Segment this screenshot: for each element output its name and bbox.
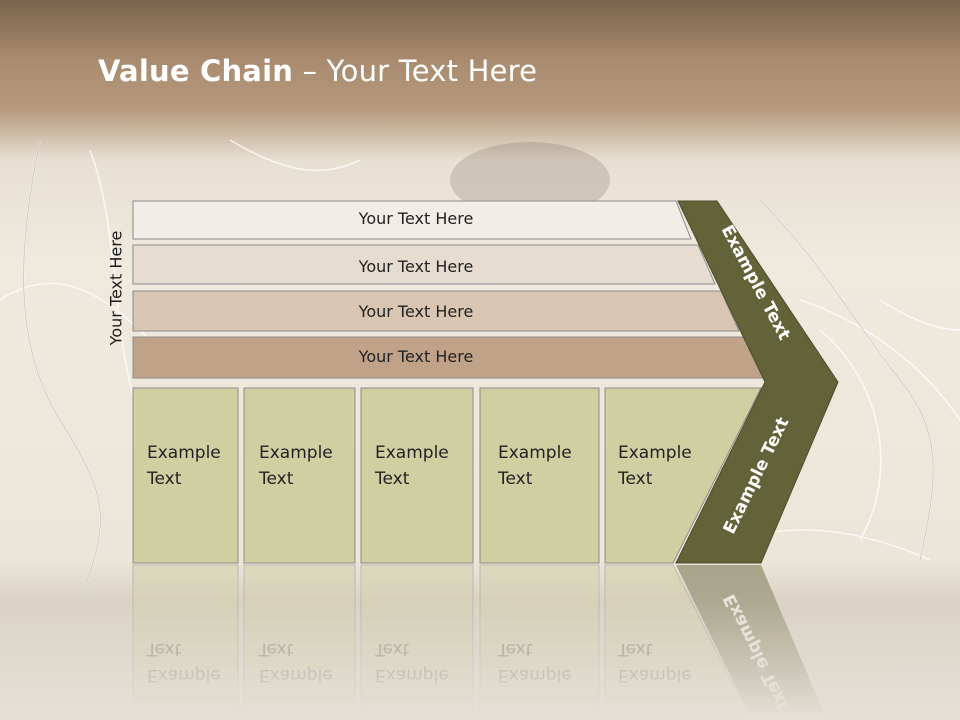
column-4-box (479, 387, 600, 564)
column-1-line2: Text (146, 469, 182, 489)
column-4-line2: Text (497, 469, 533, 489)
title-rest: – Your Text Here (293, 54, 538, 88)
reflection-column-3-line2: Text (374, 639, 410, 659)
row-1-label: Your Text Here (358, 209, 474, 228)
column-4: Example Text (479, 387, 600, 564)
reflection-column-5-line2: Text (617, 639, 653, 659)
reflection-column-2-line2: Text (258, 639, 294, 659)
row-1: Your Text Here (132, 200, 692, 240)
column-2: Example Text (243, 387, 356, 564)
column-1-box (132, 387, 239, 564)
diagram-reflection: Example Text Example Text Example Text E… (132, 564, 827, 720)
reflection-column-3-line1: Example (375, 665, 449, 685)
reflection-column-2-line1: Example (259, 665, 333, 685)
column-5-box (604, 387, 762, 564)
column-4-line1: Example (498, 443, 572, 463)
column-2-line1: Example (259, 443, 333, 463)
column-5-line2: Text (617, 469, 653, 489)
reflection-column-5-line1: Example (618, 665, 692, 685)
row-3-bar (132, 290, 740, 332)
reflection-column-4-line2: Text (497, 639, 533, 659)
column-5-line1: Example (618, 443, 692, 463)
row-3-label: Your Text Here (358, 302, 474, 321)
row-2: Your Text Here (132, 244, 716, 285)
row-2-bar (132, 244, 716, 285)
reflection-column-1-line2: Text (146, 639, 182, 659)
chevron-arrow-shape (675, 200, 839, 564)
column-2-line2: Text (258, 469, 294, 489)
column-1: Example Text (132, 387, 239, 564)
column-5: Example Text (604, 387, 762, 564)
column-2-box (243, 387, 356, 564)
column-3-line1: Example (375, 443, 449, 463)
column-3-line2: Text (374, 469, 410, 489)
column-3-box (360, 387, 474, 564)
reflection-column-1-line1: Example (147, 665, 221, 685)
row-4-label: Your Text Here (358, 347, 474, 366)
row-1-bar (132, 200, 692, 240)
title-bold: Value Chain (98, 54, 294, 88)
reflection-column-4-line1: Example (498, 665, 572, 685)
column-3: Example Text (360, 387, 474, 564)
row-4: Your Text Here (132, 336, 765, 379)
row-3: Your Text Here (132, 290, 740, 332)
slide-title: Value Chain – Your Text Here (98, 54, 537, 88)
column-1-line1: Example (147, 443, 221, 463)
row-2-label: Your Text Here (358, 257, 474, 276)
